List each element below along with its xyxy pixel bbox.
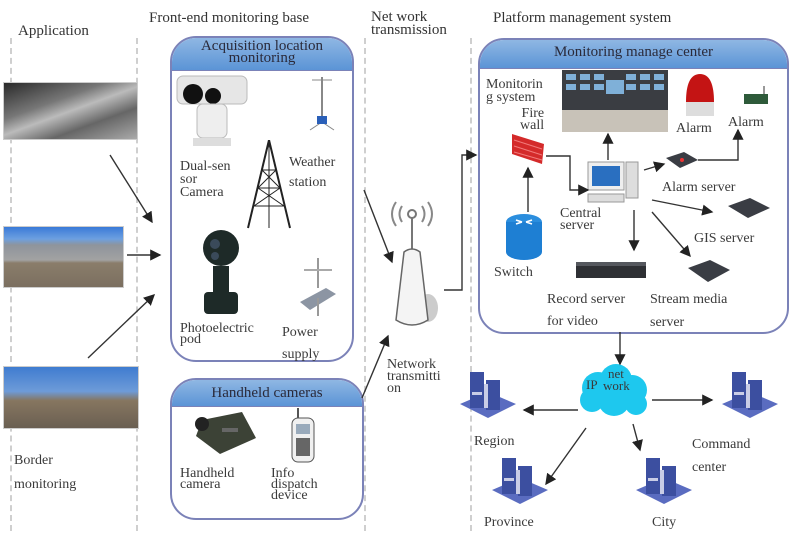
- firewall-icon: [512, 134, 544, 164]
- alarm-module-icon: [744, 86, 768, 104]
- alarm-label-2: Alarm: [728, 115, 764, 130]
- video-wall-icon: [562, 70, 668, 132]
- firewall-label: Fire wall: [520, 106, 545, 133]
- ip-network-label-ip: IP: [586, 377, 598, 392]
- province-building-icon: [490, 452, 550, 508]
- ip-network-label-net: net: [608, 366, 624, 381]
- dual-sensor-camera-icon: [176, 75, 248, 146]
- power-supply-label: Power supply: [282, 325, 320, 362]
- gis-server-label: GIS server: [694, 231, 755, 246]
- power-supply-icon: [300, 258, 336, 316]
- arrow-terrain-to-front-end: [109, 154, 153, 224]
- column-header-network: Net work transmission: [371, 9, 447, 38]
- info-dispatch-device-icon: [291, 408, 315, 463]
- monitoring-system-label: Monitorin g system: [486, 77, 543, 105]
- handheld-title: Handheld cameras: [172, 380, 362, 407]
- valley-photo: [3, 366, 139, 429]
- command-center-building-icon: [720, 366, 780, 422]
- photoelectric-pod-icon: [203, 230, 239, 314]
- record-server-icon: [576, 262, 646, 278]
- central-server-label: Central server: [560, 206, 602, 233]
- stream-media-server-label: Stream media server: [650, 292, 728, 330]
- switch-label: Switch: [494, 265, 533, 280]
- stream-media-server-icon: [688, 260, 730, 282]
- handheld-camera-label: Handheld camera: [180, 466, 235, 492]
- command-center-label: Command center: [692, 437, 751, 475]
- handheld-camera-icon: [195, 412, 256, 454]
- region-label: Region: [474, 434, 515, 449]
- region-building-icon: [458, 366, 518, 422]
- column-separator: [136, 38, 138, 531]
- alarm-label-1: Alarm: [676, 121, 712, 136]
- city-building-icon: [634, 452, 694, 508]
- info-dispatch-device-label: Info dispatch device: [271, 466, 318, 503]
- column-header-platform: Platform management system: [493, 10, 672, 26]
- mountain-photo: [3, 226, 124, 288]
- arrow-ipnet-to-province: [545, 427, 587, 486]
- wireless-base-station-icon: [391, 201, 438, 326]
- arrow-ipnet-to-city: [632, 423, 643, 452]
- column-header-application: Application: [18, 23, 89, 39]
- alarm-beacon-icon: [686, 74, 714, 116]
- province-label: Province: [484, 515, 534, 530]
- network-transmission-label: Network transmitti on: [387, 357, 441, 396]
- dual-sensor-camera-label: Dual-sen sor Camera: [180, 159, 231, 200]
- arrow-valley-to-front-end: [87, 294, 156, 359]
- ip-network-label-work: work: [603, 378, 630, 393]
- ip-network-cloud-icon: [580, 364, 647, 416]
- central-server-icon: [587, 161, 639, 203]
- photoelectric-pod-label: Photoelectric pod: [180, 321, 254, 347]
- gis-server-icon: [728, 198, 770, 218]
- city-label: City: [652, 515, 677, 530]
- switch-icon: [506, 214, 542, 260]
- weather-station-label: Weather station: [289, 155, 336, 190]
- weather-station-icon: [309, 77, 335, 131]
- terrain-photo-grayscale: [3, 82, 138, 140]
- acquisition-title: Acquisition location monitoring: [172, 38, 352, 71]
- center-title: Monitoring manage center: [480, 40, 787, 69]
- column-separator: [364, 38, 366, 531]
- record-server-label: Record server for video: [547, 292, 626, 329]
- column-separator: [470, 38, 472, 531]
- handheld-cameras-box: Handheld cameras: [170, 378, 364, 520]
- alarm-server-label: Alarm server: [662, 180, 736, 195]
- alarm-server-icon: [666, 152, 698, 168]
- column-header-front-end: Front-end monitoring base: [149, 10, 309, 26]
- border-monitoring-label: Border monitoring: [14, 453, 77, 492]
- transmission-tower-icon: [247, 140, 291, 229]
